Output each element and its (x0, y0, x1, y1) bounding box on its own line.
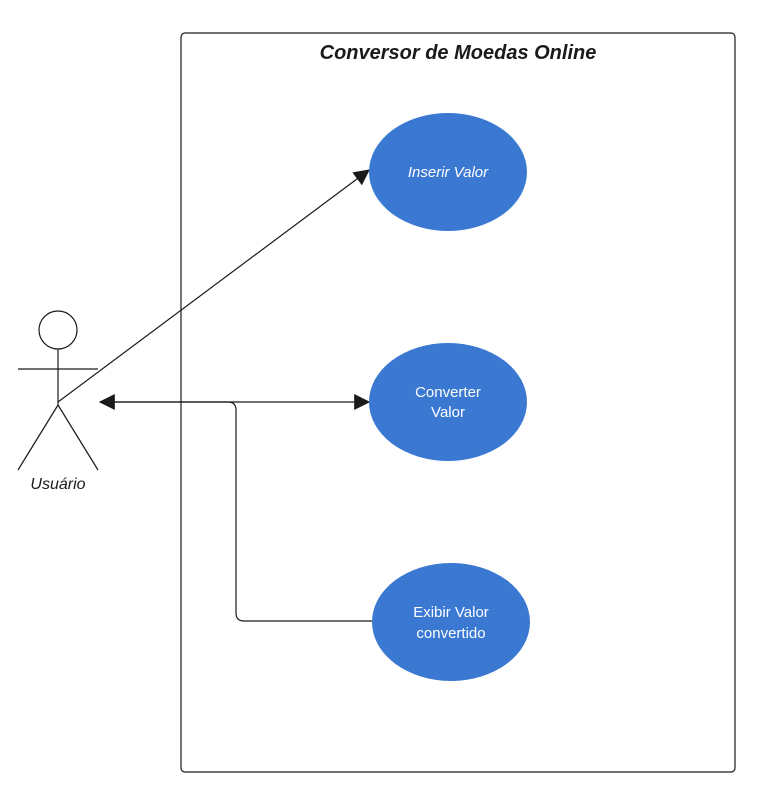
use-case-label: Inserir Valor (408, 164, 489, 181)
actor-left-leg (17, 404, 59, 471)
association-actor-inserir-valor (57, 169, 370, 403)
use-case-label-line-1: Converter (415, 384, 481, 401)
use-case-ellipse (369, 113, 527, 231)
association-exibir-valor-to-actor (100, 401, 372, 622)
actor-right-leg (57, 404, 99, 471)
use-case-label-line-2: convertido (416, 625, 485, 642)
use-case-ellipse (372, 563, 530, 681)
actor-stick-figure (17, 310, 99, 471)
actor-label: Usuário (30, 476, 85, 493)
use-case-inserir-valor: Inserir Valor (369, 113, 527, 231)
use-case-exibir-valor-convertido: Exibir Valor convertido (372, 563, 530, 681)
use-case-label-line-2: Valor (431, 404, 465, 421)
use-case-label-line-1: Exibir Valor (413, 604, 489, 621)
actor-head (38, 310, 78, 350)
use-case-converter-valor: Converter Valor (369, 343, 527, 461)
system-title: Conversor de Moedas Online (320, 42, 597, 64)
use-case-ellipse (369, 343, 527, 461)
